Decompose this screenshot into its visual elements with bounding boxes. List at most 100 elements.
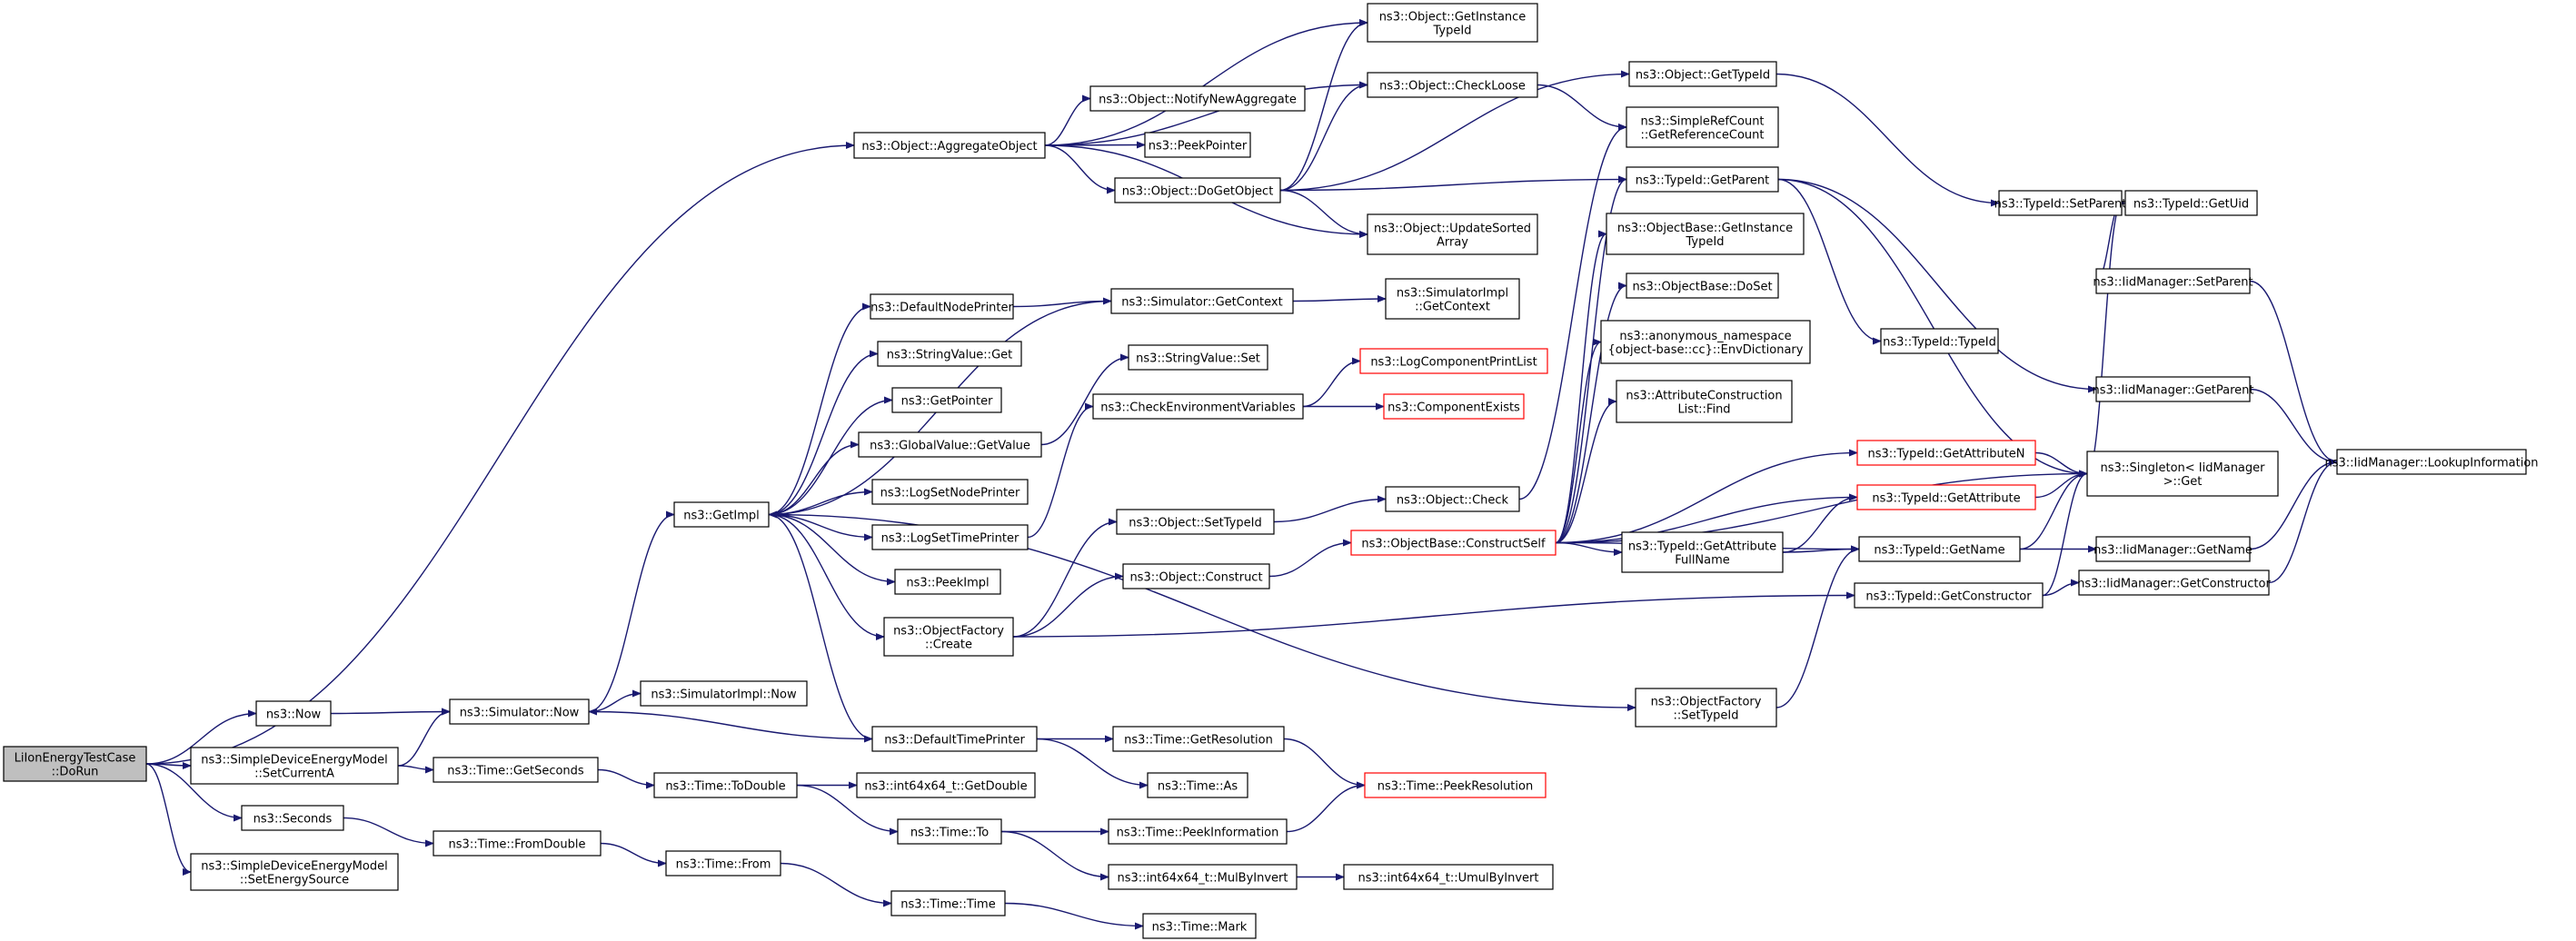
node-dogetobject[interactable]: ns3::Object::DoGetObject bbox=[1114, 177, 1281, 203]
node-iidgetname[interactable]: ns3::IidManager::GetName bbox=[2094, 536, 2253, 562]
node-box-defnodeprinter bbox=[870, 293, 1014, 320]
node-label-setenergysrc: ns3::SimpleDeviceEnergyModel bbox=[201, 860, 387, 874]
node-getattrn[interactable]: ns3::TypeId::GetAttributeN bbox=[1856, 440, 2036, 466]
node-compexists[interactable]: ns3::ComponentExists bbox=[1383, 393, 1525, 420]
node-defnodeprinter[interactable]: ns3::DefaultNodePrinter bbox=[870, 293, 1014, 320]
call-edge-objfactsettypeid-to-typeidgetname bbox=[1775, 545, 1860, 708]
node-lookup[interactable]: ns3::IidManager::LookupInformation bbox=[2324, 449, 2539, 475]
node-objfactsettypeid[interactable]: ns3::ObjectFactory::SetTypeId bbox=[1635, 688, 1777, 728]
node-aggregate[interactable]: ns3::Object::AggregateObject bbox=[853, 132, 1046, 159]
node-notify[interactable]: ns3::Object::NotifyNewAggregate bbox=[1089, 85, 1306, 112]
node-objgettypeid[interactable]: ns3::Object::GetTypeId bbox=[1628, 61, 1777, 87]
call-edge-getattrfull-to-typeidgetname bbox=[1782, 545, 1860, 553]
node-stringget[interactable]: ns3::StringValue::Get bbox=[877, 341, 1022, 367]
node-objfactcreate[interactable]: ns3::ObjectFactory::Create bbox=[883, 617, 1014, 657]
node-simimplnow[interactable]: ns3::SimulatorImpl::Now bbox=[640, 680, 808, 707]
node-label-objfactcreate: ns3::ObjectFactory bbox=[893, 625, 1004, 639]
node-getimpl[interactable]: ns3::GetImpl bbox=[673, 501, 770, 528]
node-label-simgetcontext: ns3::Simulator::GetContext bbox=[1121, 296, 1282, 310]
node-now[interactable]: ns3::Now bbox=[255, 700, 332, 727]
node-label-umulbyinvert: ns3::int64x64_t::UmulByInvert bbox=[1358, 872, 1539, 886]
call-edge-root-to-seconds bbox=[145, 763, 243, 822]
node-checkenv[interactable]: ns3::CheckEnvironmentVariables bbox=[1092, 393, 1304, 420]
node-umulbyinvert[interactable]: ns3::int64x64_t::UmulByInvert bbox=[1343, 864, 1554, 890]
node-root[interactable]: LiIonEnergyTestCase::DoRun bbox=[3, 746, 147, 782]
node-box-doset bbox=[1626, 272, 1779, 299]
node-fromdouble[interactable]: ns3::Time::FromDouble bbox=[433, 830, 602, 857]
node-deftimeprinter[interactable]: ns3::DefaultTimePrinter bbox=[871, 726, 1038, 752]
node-seconds[interactable]: ns3::Seconds bbox=[241, 805, 344, 831]
node-iidsetparent[interactable]: ns3::IidManager::SetParent bbox=[2093, 268, 2253, 294]
node-timemark[interactable]: ns3::Time::Mark bbox=[1142, 913, 1257, 939]
node-box-getattrfull bbox=[1621, 531, 1784, 573]
node-iidgetctor[interactable]: ns3::IidManager::GetConstructor bbox=[2077, 570, 2271, 596]
node-typeidgetname[interactable]: ns3::TypeId::GetName bbox=[1858, 536, 2021, 562]
node-i64getdouble[interactable]: ns3::int64x64_t::GetDouble bbox=[856, 772, 1036, 798]
node-getresolution[interactable]: ns3::Time::GetResolution bbox=[1112, 726, 1285, 752]
node-iidgetparent[interactable]: ns3::IidManager::GetParent bbox=[2092, 376, 2254, 402]
node-peekimpl[interactable]: ns3::PeekImpl bbox=[894, 569, 1001, 595]
node-constructself[interactable]: ns3::ObjectBase::ConstructSelf bbox=[1350, 530, 1557, 556]
node-box-getinstance bbox=[1367, 3, 1538, 43]
node-getuid[interactable]: ns3::TypeId::GetUid bbox=[2124, 190, 2258, 216]
node-typeidgetctor[interactable]: ns3::TypeId::GetConstructor bbox=[1854, 582, 2044, 609]
node-label-objbaseinst: ns3::ObjectBase::GetInstance bbox=[1617, 222, 1793, 235]
node-setenergysrc[interactable]: ns3::SimpleDeviceEnergyModel::SetEnergyS… bbox=[190, 853, 399, 891]
node-logtimeprinter[interactable]: ns3::LogSetTimePrinter bbox=[871, 524, 1029, 550]
call-edge-typeidgetctor-to-iidgetctor bbox=[2042, 579, 2080, 597]
node-objconstruct[interactable]: ns3::Object::Construct bbox=[1122, 563, 1270, 589]
node-simimplctx[interactable]: ns3::SimulatorImpl::GetContext bbox=[1385, 278, 1520, 320]
node-label-constructself: ns3::ObjectBase::ConstructSelf bbox=[1361, 538, 1546, 551]
node-timeto[interactable]: ns3::Time::To bbox=[897, 818, 1002, 845]
node-label-singleton: ns3::Singleton< IidManager bbox=[2100, 461, 2265, 475]
node-objsettypeid[interactable]: ns3::Object::SetTypeId bbox=[1116, 509, 1275, 535]
node-globalget[interactable]: ns3::GlobalValue::GetValue bbox=[858, 431, 1042, 458]
call-edge-setcurrent-to-getseconds bbox=[397, 765, 434, 774]
node-label-lognodeprinter: ns3::LogSetNodePrinter bbox=[880, 487, 1020, 500]
node-box-setenergysrc bbox=[190, 853, 399, 891]
node-objcheck[interactable]: ns3::Object::Check bbox=[1385, 486, 1520, 512]
node-label-peekresolution: ns3::Time::PeekResolution bbox=[1378, 780, 1533, 794]
node-peekresolution[interactable]: ns3::Time::PeekResolution bbox=[1364, 772, 1547, 798]
node-timeas[interactable]: ns3::Time::As bbox=[1147, 772, 1248, 798]
node-lognodeprinter[interactable]: ns3::LogSetNodePrinter bbox=[871, 479, 1029, 505]
node-typeidtypeid[interactable]: ns3::TypeId::TypeId bbox=[1880, 328, 1999, 354]
node-setcurrent[interactable]: ns3::SimpleDeviceEnergyModel::SetCurrent… bbox=[190, 747, 399, 785]
call-edge-constructself-to-getattrfull bbox=[1555, 541, 1623, 556]
node-timefrom[interactable]: ns3::Time::From bbox=[665, 850, 781, 877]
node-singleton[interactable]: ns3::Singleton< IidManager >::Get bbox=[2086, 451, 2279, 497]
call-edge-timeto-to-mulbyinvert bbox=[1000, 830, 1109, 881]
node-stringset[interactable]: ns3::StringValue::Set bbox=[1128, 344, 1268, 371]
node-simnow[interactable]: ns3::Simulator::Now bbox=[449, 698, 590, 725]
node-envdict[interactable]: ns3::anonymous_namespace{object-base::cc… bbox=[1600, 320, 1811, 364]
call-edge-logtimeprinter-to-checkenv bbox=[1027, 402, 1094, 539]
node-mulbyinvert[interactable]: ns3::int64x64_t::MulByInvert bbox=[1108, 864, 1298, 890]
call-edge-getimpl-to-peekimpl bbox=[768, 513, 896, 586]
node-typeidgetparent[interactable]: ns3::TypeId::GetParent bbox=[1626, 166, 1779, 193]
node-box-globalget bbox=[858, 431, 1042, 458]
node-timetime[interactable]: ns3::Time::Time bbox=[890, 890, 1006, 916]
node-box-stringset bbox=[1128, 344, 1268, 371]
node-setparent[interactable]: ns3::TypeId::SetParent bbox=[1994, 190, 2127, 216]
node-peekinfo[interactable]: ns3::Time::PeekInformation bbox=[1108, 818, 1288, 845]
node-checkloose[interactable]: ns3::Object::CheckLoose bbox=[1367, 72, 1538, 98]
node-box-peekresolution bbox=[1364, 772, 1547, 798]
node-doset[interactable]: ns3::ObjectBase::DoSet bbox=[1626, 272, 1779, 299]
node-box-singleton bbox=[2086, 451, 2279, 497]
node-todouble[interactable]: ns3::Time::ToDouble bbox=[653, 772, 798, 798]
node-simgetcontext[interactable]: ns3::Simulator::GetContext bbox=[1110, 288, 1294, 314]
node-refcount[interactable]: ns3::SimpleRefCount::GetReferenceCount bbox=[1626, 106, 1779, 148]
node-getseconds[interactable]: ns3::Time::GetSeconds bbox=[433, 757, 599, 783]
node-getattr[interactable]: ns3::TypeId::GetAttribute bbox=[1856, 484, 2036, 510]
node-label-logcomplist: ns3::LogComponentPrintList bbox=[1370, 356, 1537, 370]
call-edge-typeidgetname-to-singleton bbox=[2019, 470, 2088, 550]
node-logcomplist[interactable]: ns3::LogComponentPrintList bbox=[1359, 348, 1548, 374]
node-box-peekimpl bbox=[894, 569, 1001, 595]
node-peekpointer[interactable]: ns3::PeekPointer bbox=[1144, 132, 1251, 158]
node-getpointer[interactable]: ns3::GetPointer bbox=[891, 387, 1002, 413]
